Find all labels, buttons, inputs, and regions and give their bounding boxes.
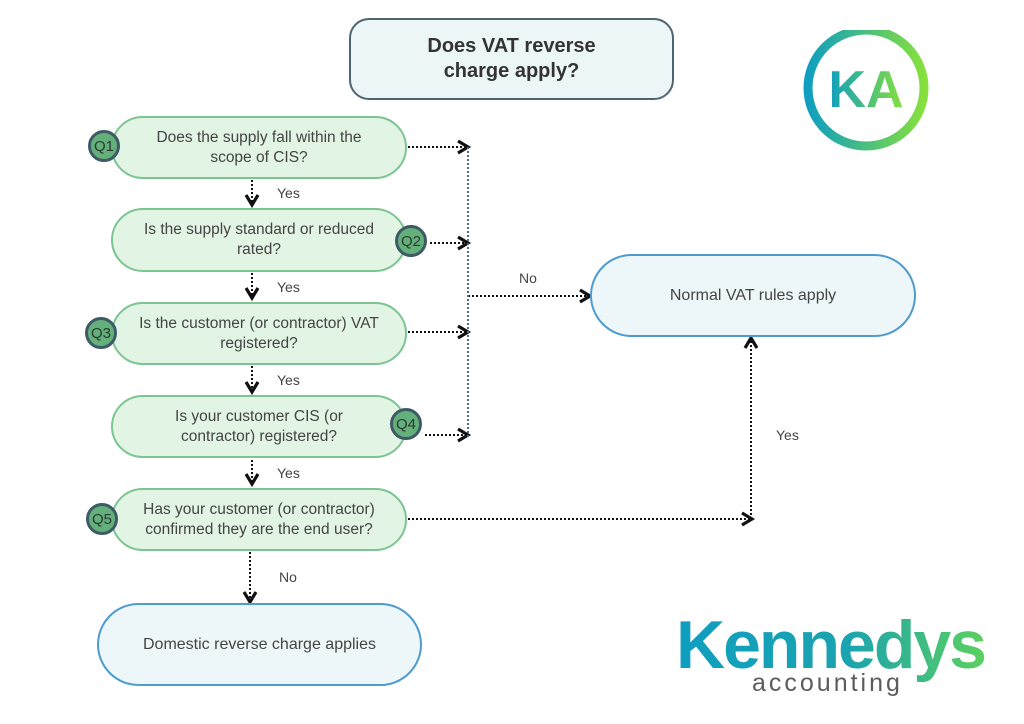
logo-monogram: KA	[828, 61, 903, 119]
edge-label-yes: Yes	[277, 279, 300, 295]
badge-q5: Q5	[86, 503, 118, 535]
diagram-title: Does VAT reverse charge apply?	[349, 18, 674, 100]
edge-label-yes: Yes	[776, 427, 799, 443]
badge-q1: Q1	[88, 130, 120, 162]
badge-q4: Q4	[390, 408, 422, 440]
ka-logo-icon: KA	[803, 30, 929, 151]
brand-subtitle: accounting	[752, 669, 903, 697]
edge-label-no: No	[519, 270, 537, 286]
badge-q2: Q2	[395, 225, 427, 257]
question-q5: Has your customer (or contractor) confir…	[111, 488, 407, 551]
badge-q3: Q3	[85, 317, 117, 349]
question-q4: Is your customer CIS (or contractor) reg…	[111, 395, 407, 458]
edge-label-yes: Yes	[277, 372, 300, 388]
edge-label-yes: Yes	[277, 185, 300, 201]
edge-label-no: No	[279, 569, 297, 585]
outcome-domestic-reverse-charge: Domestic reverse charge applies	[97, 603, 422, 686]
question-q2: Does the supply fall within the scope of…	[111, 208, 407, 272]
question-q3: Is the customer (or contractor) VAT regi…	[111, 302, 407, 365]
edge-label-yes: Yes	[277, 465, 300, 481]
brand-name: Kennedys	[676, 607, 985, 683]
outcome-normal-vat: Normal VAT rules apply	[590, 254, 916, 337]
question-q1: Does the supply fall within the scope of…	[111, 116, 407, 179]
kennedys-logo: Kennedys accounting	[676, 607, 987, 697]
